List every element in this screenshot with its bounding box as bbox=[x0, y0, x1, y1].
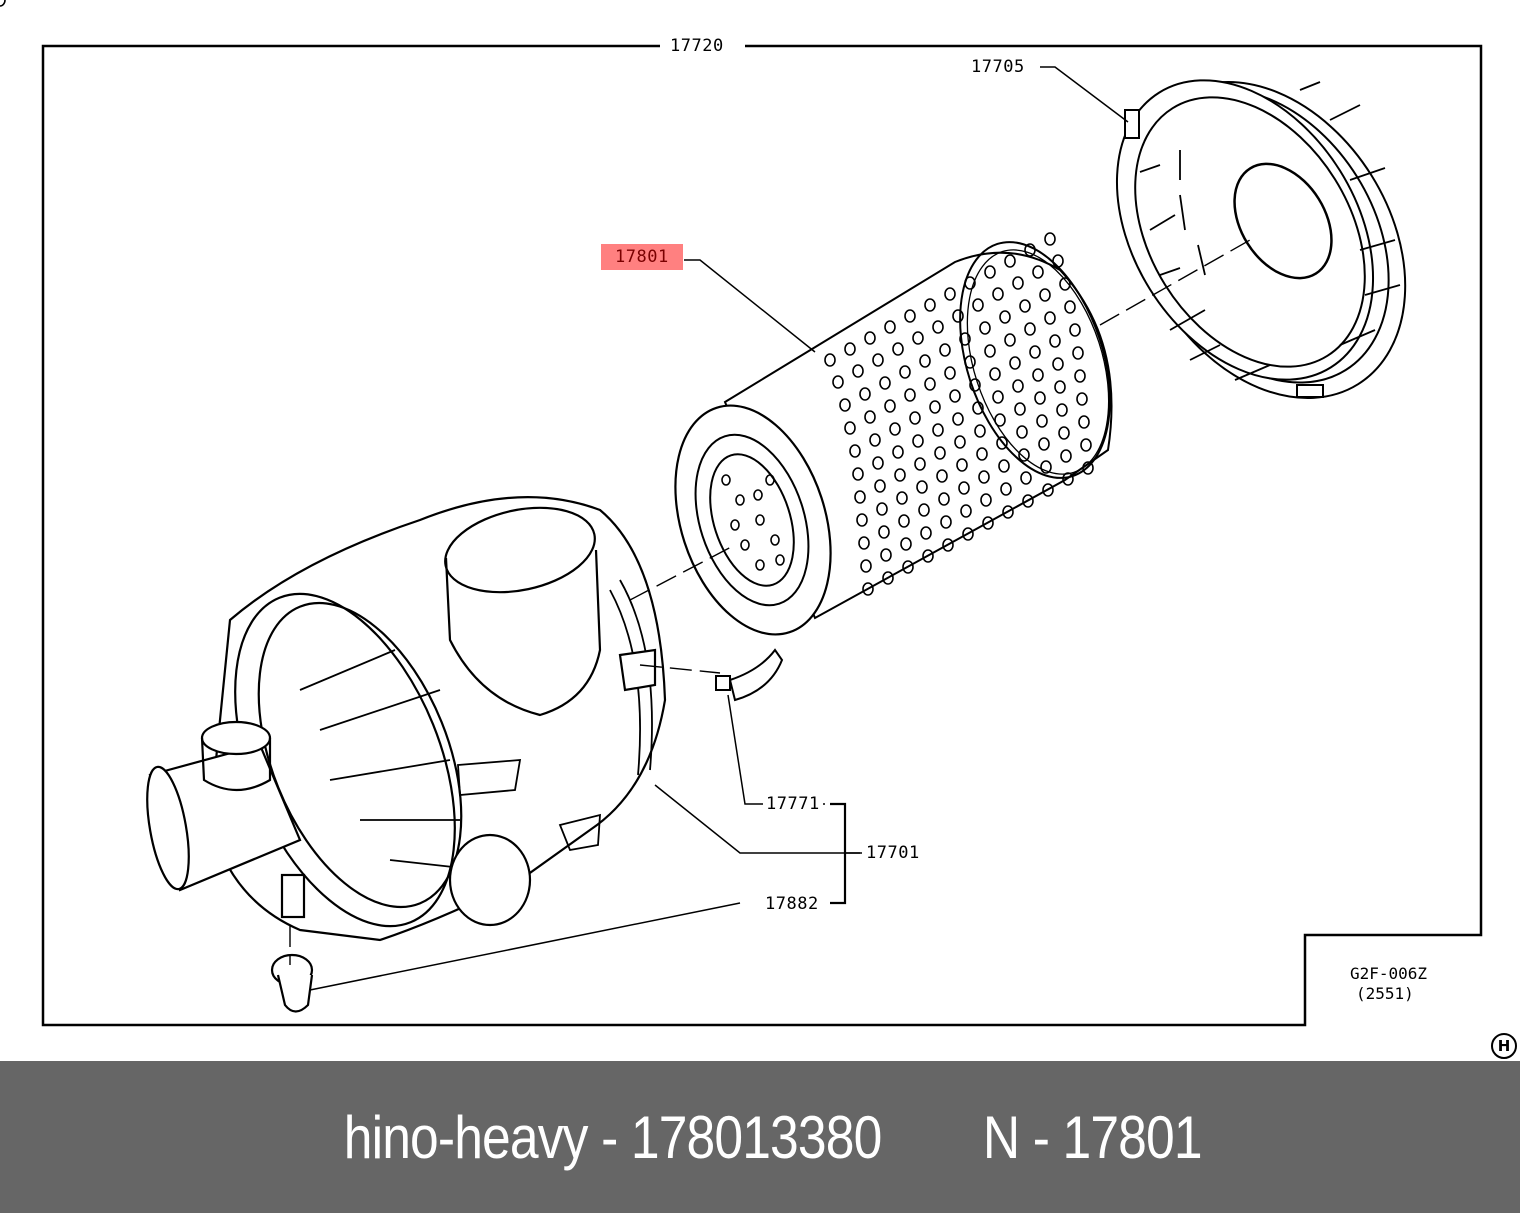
drawing-code: G2F-006Z (2551) bbox=[1350, 964, 1427, 1004]
frame-label-17720: 17720 bbox=[667, 36, 727, 56]
footer-bar: hino-heavy - 178013380 N - 17801 bbox=[0, 1061, 1520, 1213]
housing-17701-drawing bbox=[146, 496, 667, 1013]
cap-17705-drawing bbox=[1115, 79, 1407, 400]
clip-17771-drawing bbox=[715, 648, 784, 702]
callout-17705[interactable]: 17705 bbox=[968, 57, 1028, 77]
callout-17882[interactable]: 17882 bbox=[762, 894, 822, 914]
callout-17771[interactable]: 17771 bbox=[763, 794, 823, 814]
h-corner-badge: H bbox=[1491, 1033, 1517, 1059]
callout-17701[interactable]: 17701 bbox=[863, 843, 923, 863]
diagram-frame bbox=[41, 44, 1483, 1027]
drawing-code-sub: (2551) bbox=[1356, 984, 1414, 1003]
footer-part-text: hino-heavy - 178013380 bbox=[343, 1103, 883, 1171]
footer-ref-text: N - 17801 bbox=[983, 1103, 1203, 1171]
drawing-code-main: G2F-006Z bbox=[1350, 964, 1428, 983]
filter-element-17801-drawing bbox=[0, 0, 1113, 636]
axis-centerline bbox=[289, 239, 1251, 965]
callout-17801-highlighted[interactable]: 17801 bbox=[601, 244, 683, 270]
parts-diagram bbox=[0, 0, 1483, 1027]
